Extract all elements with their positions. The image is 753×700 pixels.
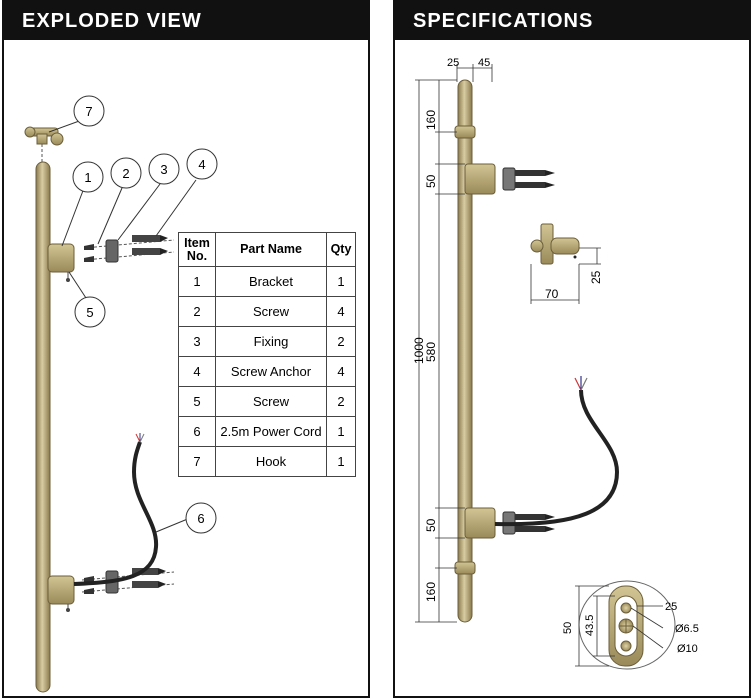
spec-rail	[457, 79, 473, 623]
hook-part	[24, 126, 64, 162]
cell-item-no: 5	[178, 386, 216, 417]
power-cord	[73, 441, 159, 586]
top-fixings	[83, 235, 175, 263]
specifications-header: SPECIFICATIONS	[395, 2, 749, 40]
spec-hook-view	[530, 223, 580, 265]
header-qty: Qty	[326, 232, 356, 267]
dim-top-left: 25	[447, 57, 459, 69]
cell-part-name: Fixing	[215, 326, 327, 357]
svg-text:7: 7	[85, 104, 92, 119]
cell-item-no: 2	[178, 296, 216, 327]
spec-top-clip	[454, 125, 476, 139]
svg-text:1: 1	[84, 170, 91, 185]
svg-text:4: 4	[198, 157, 205, 172]
spec-bottom-clip	[454, 561, 476, 575]
cell-item-no: 4	[178, 356, 216, 387]
header-item-no: Item No.	[178, 232, 216, 267]
dim-detail-inner: 43.5	[584, 615, 596, 636]
vertical-dimensions	[415, 79, 465, 623]
cell-part-name: Screw Anchor	[215, 356, 327, 387]
dim-detail-outer: 50	[562, 622, 574, 634]
dim-detail-hole-small: Ø6.5	[675, 623, 699, 635]
dim-bracket-top: 50	[424, 174, 438, 188]
cell-part-name: 2.5m Power Cord	[215, 416, 327, 447]
cord-wires	[135, 433, 145, 443]
cell-qty: 2	[326, 386, 356, 417]
cell-part-name: Bracket	[215, 266, 327, 297]
rail	[35, 161, 51, 693]
dim-center-span: 580	[424, 342, 438, 362]
svg-text:6: 6	[197, 511, 204, 526]
callout-2: 2	[110, 157, 142, 189]
dim-detail-slot: 25	[665, 601, 677, 613]
cell-qty: 1	[326, 266, 356, 297]
leader-lines	[48, 119, 197, 533]
callout-4: 4	[186, 148, 218, 180]
cell-part-name: Hook	[215, 446, 327, 477]
cell-item-no: 1	[178, 266, 216, 297]
cell-item-no: 7	[178, 446, 216, 477]
dim-top-gap: 160	[424, 110, 438, 130]
exploded-view-drawing: 7 1 2 3 4 5 6	[24, 95, 218, 693]
spec-bottom-bracket	[464, 507, 555, 539]
dim-hook-width: 70	[545, 287, 559, 301]
dim-total-height: 1000	[412, 337, 426, 364]
cell-qty: 4	[326, 356, 356, 387]
cell-item-no: 6	[178, 416, 216, 447]
table-row: 1 Bracket 1	[178, 266, 356, 297]
parts-table-header-row: Item No. Part Name Qty	[178, 232, 356, 267]
callout-3: 3	[148, 153, 180, 185]
top-dimensions	[456, 64, 493, 82]
top-bracket	[47, 243, 75, 282]
callout-7: 7	[73, 95, 105, 127]
spec-power-cord	[494, 389, 620, 527]
cell-qty: 1	[326, 416, 356, 447]
table-row: 2 Screw 4	[178, 296, 356, 327]
exploded-view-header: EXPLODED VIEW	[4, 2, 368, 40]
spec-detail-view	[578, 580, 676, 670]
dim-bottom-gap: 160	[424, 582, 438, 602]
spec-detail-dims	[575, 585, 664, 667]
specifications-drawing: 25 45	[412, 57, 699, 670]
table-row: 5 Screw 2	[178, 386, 356, 417]
cell-qty: 2	[326, 326, 356, 357]
dim-hook-height: 25	[589, 270, 603, 284]
spec-cord-wires	[574, 376, 588, 391]
callout-6: 6	[185, 502, 217, 534]
svg-text:5: 5	[86, 305, 93, 320]
dim-detail-hole-large: Ø10	[677, 643, 698, 655]
callout-1: 1	[72, 161, 104, 193]
specifications-panel: SPECIFICATIONS 25 45	[393, 0, 751, 698]
table-row: 4 Screw Anchor 4	[178, 356, 356, 387]
cell-qty: 1	[326, 446, 356, 477]
dim-bracket-bottom: 50	[424, 518, 438, 532]
table-row: 6 2.5m Power Cord 1	[178, 416, 356, 447]
callout-5: 5	[74, 296, 106, 328]
svg-text:2: 2	[122, 166, 129, 181]
dim-top-right: 45	[478, 57, 490, 69]
cell-item-no: 3	[178, 326, 216, 357]
cell-part-name: Screw	[215, 296, 327, 327]
exploded-view-panel: EXPLODED VIEW	[2, 0, 370, 698]
spec-top-bracket	[464, 163, 555, 195]
cell-part-name: Screw	[215, 386, 327, 417]
cell-qty: 4	[326, 296, 356, 327]
spec-hook-dims	[530, 247, 601, 304]
table-row: 7 Hook 1	[178, 446, 356, 477]
header-part-name: Part Name	[215, 232, 327, 267]
parts-table: Item No. Part Name Qty 1 Bracket 1 2 Scr…	[178, 232, 356, 477]
bottom-bracket	[47, 575, 75, 612]
table-row: 3 Fixing 2	[178, 326, 356, 357]
svg-text:3: 3	[160, 162, 167, 177]
